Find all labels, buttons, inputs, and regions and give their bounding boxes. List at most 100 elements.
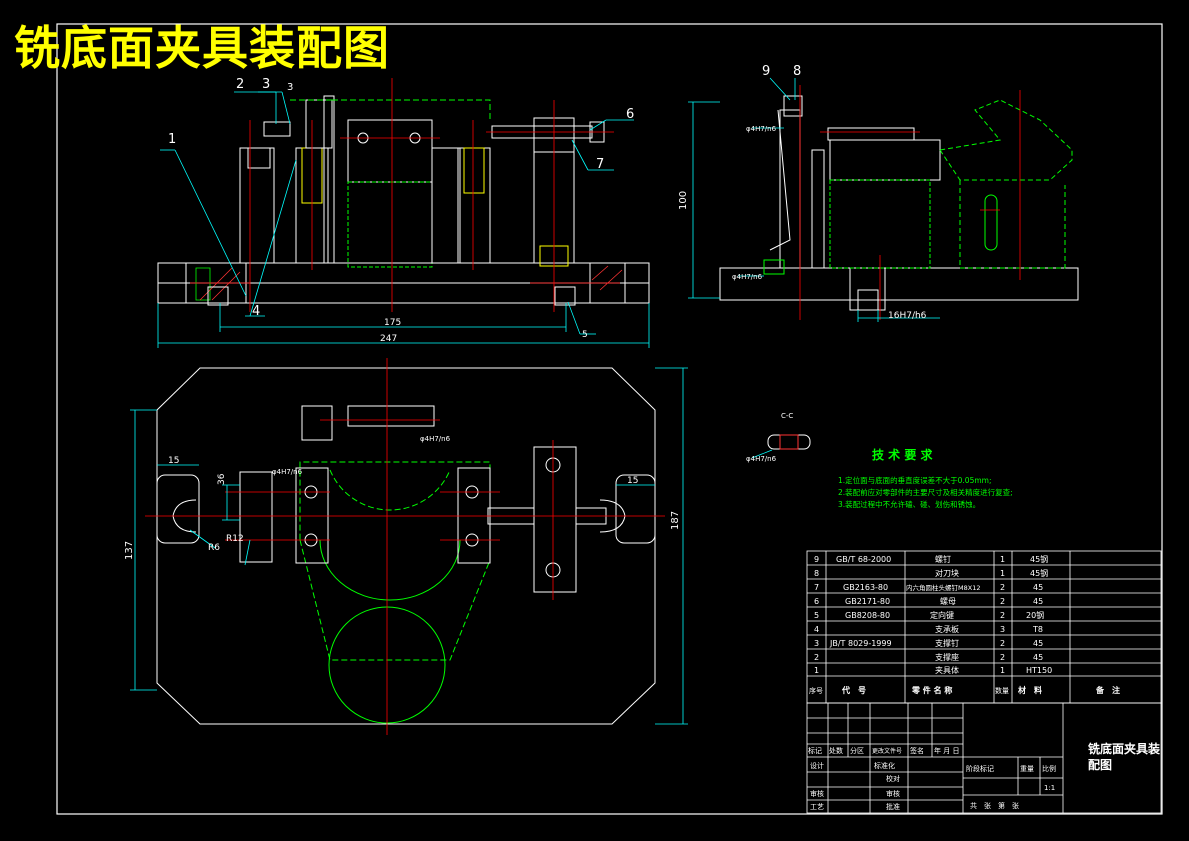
tb-standard: 标准化: [874, 761, 895, 770]
dim-r12: R12: [226, 534, 244, 544]
bom-header-code: 代 号: [841, 685, 866, 695]
bom-mat: 45: [1033, 639, 1043, 648]
bom-mat: 45钢: [1030, 568, 1048, 578]
bom-mat: T8: [1032, 625, 1043, 634]
tb-audit: 审核: [886, 789, 900, 798]
side-view: [688, 77, 1079, 322]
fit-top-2: φ4H7/n6: [420, 435, 451, 443]
tb-mark-5: 签名: [910, 746, 924, 755]
bom-name: 支撑钉: [935, 638, 959, 648]
tb-process: 工艺: [810, 803, 824, 811]
bom-name: 内六角圆柱头螺钉M8X12: [906, 583, 980, 592]
bom-no: 9: [814, 555, 819, 564]
title-block: [806, 702, 1162, 814]
bom-header-no: 序号: [809, 686, 823, 695]
callout-1: 1: [168, 132, 176, 147]
bom-header-qty: 数量: [995, 686, 1009, 695]
dim-15-right: 15: [627, 476, 638, 486]
dim-15-left: 15: [168, 456, 179, 466]
tb-approve: 批准: [886, 802, 900, 811]
fit-top-1: φ4H7/n6: [272, 468, 303, 476]
bom-mat: 45: [1033, 653, 1043, 662]
tb-check: 校对: [886, 774, 900, 783]
bom-name: 螺钉: [935, 554, 951, 564]
callout-3: 3: [262, 77, 270, 92]
tech-heading: 技 术 要 求: [872, 447, 934, 462]
bom-name: 对刀块: [935, 568, 959, 578]
callout-4: 4: [252, 304, 260, 319]
bom-table: [806, 550, 1162, 704]
fit-cc: φ4H7/n6: [746, 455, 777, 463]
bom-code: GB8208-80: [845, 611, 890, 620]
bom-no: 6: [814, 597, 819, 606]
callout-8: 8: [793, 64, 801, 79]
callout-2: 2: [236, 77, 244, 92]
tb-mark-2: 处数: [829, 746, 843, 755]
tb-mark-1: 标记: [808, 746, 822, 755]
bom-header-mat: 材 料: [1018, 685, 1042, 695]
bom-header-note: 备 注: [1095, 685, 1120, 695]
dim-r6: R6: [208, 543, 220, 553]
bom-code: GB2163-80: [843, 583, 888, 592]
tech-line-1: 1.定位面与底面的垂直度误差不大于0.05mm;: [838, 475, 992, 485]
bom-no: 1: [814, 666, 819, 675]
callout-3b: 3: [287, 82, 293, 93]
tech-line-3: 3.装配过程中不允许磕、碰、划伤和锈蚀。: [838, 499, 980, 509]
tb-design: 设计: [810, 761, 824, 770]
bom-no: 3: [814, 639, 819, 648]
bom-code: GB2171-80: [845, 597, 890, 606]
drawing-title: 铣底面夹具装配图: [14, 21, 390, 75]
bom-code: GB/T 68-2000: [836, 555, 891, 564]
bom-no: 8: [814, 569, 819, 578]
tb-scale-value: 1:1: [1044, 784, 1055, 792]
drawing-frame: [56, 23, 1163, 815]
bom-name: 支承板: [935, 624, 959, 634]
bom-code: JB/T 8029-1999: [829, 639, 892, 648]
tb-weight: 重量: [1020, 765, 1034, 773]
bom-no: 4: [814, 625, 819, 634]
front-view: [157, 78, 650, 348]
bom-rows: 9 GB/T 68-2000 螺钉 1 45钢 8 对刀块 1 45钢 7 GB…: [809, 554, 1120, 695]
bom-mat: 45钢: [1030, 554, 1048, 564]
top-view: [130, 358, 688, 735]
bom-name: 夹具体: [935, 665, 959, 675]
tb-sheets: 共 张 第 张: [970, 801, 1019, 810]
tb-mark-6: 年 月 日: [934, 746, 959, 755]
bom-qty: 2: [1000, 653, 1005, 662]
bom-qty: 1: [1000, 569, 1005, 578]
bom-name: 支撑座: [935, 652, 959, 662]
tb-stage: 阶段标记: [966, 764, 994, 773]
bom-mat: 45: [1033, 597, 1043, 606]
bom-no: 2: [814, 653, 819, 662]
bom-header-name: 零 件 名 称: [911, 685, 952, 695]
tb-scale: 比例: [1042, 764, 1056, 773]
tb-mark-4: 更改文件号: [872, 747, 902, 755]
bom-qty: 1: [1000, 555, 1005, 564]
bom-qty: 3: [1000, 625, 1005, 634]
fit-side-1: φ4H7/n6: [746, 125, 777, 133]
title-block-text: 标记 处数 分区 更改文件号 签名 年 月 日 设计 标准化 校对 审核 审核 …: [808, 746, 1056, 811]
callout-7: 7: [596, 157, 604, 172]
section-cc: [751, 434, 811, 459]
bom-qty: 2: [1000, 583, 1005, 592]
dim-247: 247: [380, 334, 397, 344]
tb-mark-3: 分区: [850, 746, 864, 755]
callout-9: 9: [762, 64, 770, 79]
callout-5: 5: [582, 330, 588, 340]
bom-mat: HT150: [1026, 666, 1052, 675]
bom-qty: 2: [1000, 611, 1005, 620]
bom-name: 定向键: [930, 610, 954, 620]
dim-16h7: 16H7/h6: [888, 311, 927, 321]
dim-100: 100: [678, 191, 689, 210]
bom-qty: 2: [1000, 639, 1005, 648]
dim-36: 36: [217, 473, 227, 485]
dim-137: 137: [124, 541, 135, 560]
bom-mat: 20钢: [1026, 610, 1044, 620]
bom-qty: 2: [1000, 597, 1005, 606]
dim-175: 175: [384, 318, 401, 328]
bom-no: 7: [814, 583, 819, 592]
section-label: C-C: [781, 412, 793, 420]
bom-qty: 1: [1000, 666, 1005, 675]
bom-no: 5: [814, 611, 819, 620]
